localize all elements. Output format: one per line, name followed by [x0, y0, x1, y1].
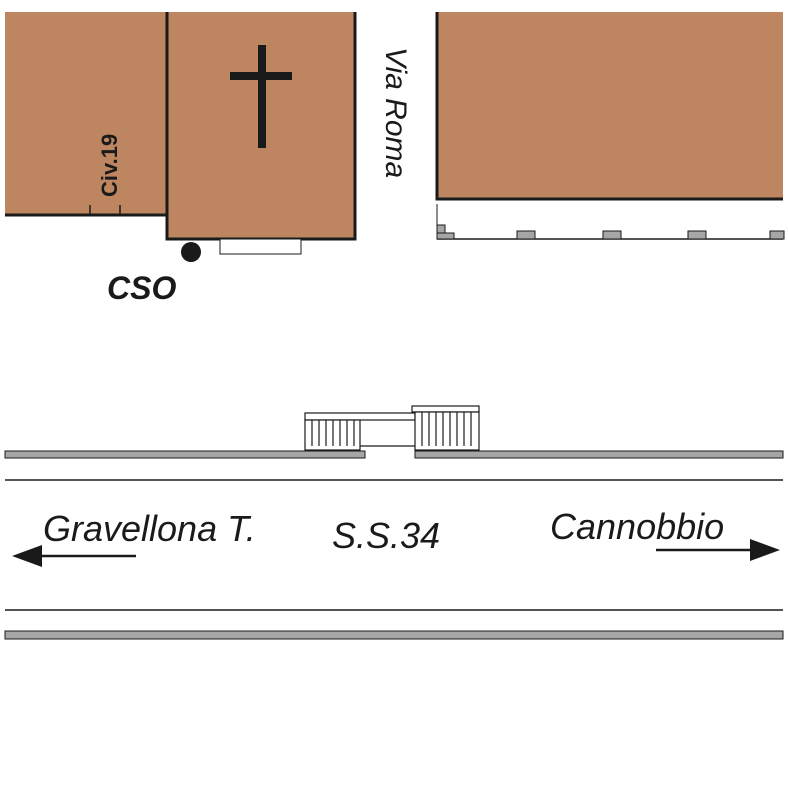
bollard [769, 230, 785, 240]
direction-right-label: Cannobbio [550, 506, 724, 547]
direction-left-label: Gravellona T. [43, 508, 256, 549]
cso-label: CSO [107, 270, 176, 306]
building-right-outline [435, 12, 783, 201]
road-bottom-curb [4, 630, 784, 640]
bollard-corner-base [436, 232, 455, 240]
road-name-label: S.S.34 [332, 515, 440, 556]
church-steps [219, 238, 302, 255]
bollard [602, 230, 622, 240]
via-roma-label: Via Roma [379, 47, 412, 178]
building-right [437, 12, 783, 199]
bollard [687, 230, 707, 240]
cross-icon [230, 45, 292, 148]
arrow-left-icon [12, 545, 136, 567]
road-top-curb [414, 450, 784, 459]
road-top-curb [4, 450, 366, 459]
shelter-icon [304, 405, 480, 451]
bollard [516, 230, 536, 240]
building-civ19 [5, 12, 167, 215]
arrow-right-icon [656, 539, 780, 561]
dot-marker-icon [181, 242, 201, 262]
civ19-label: Civ.19 [97, 134, 122, 197]
